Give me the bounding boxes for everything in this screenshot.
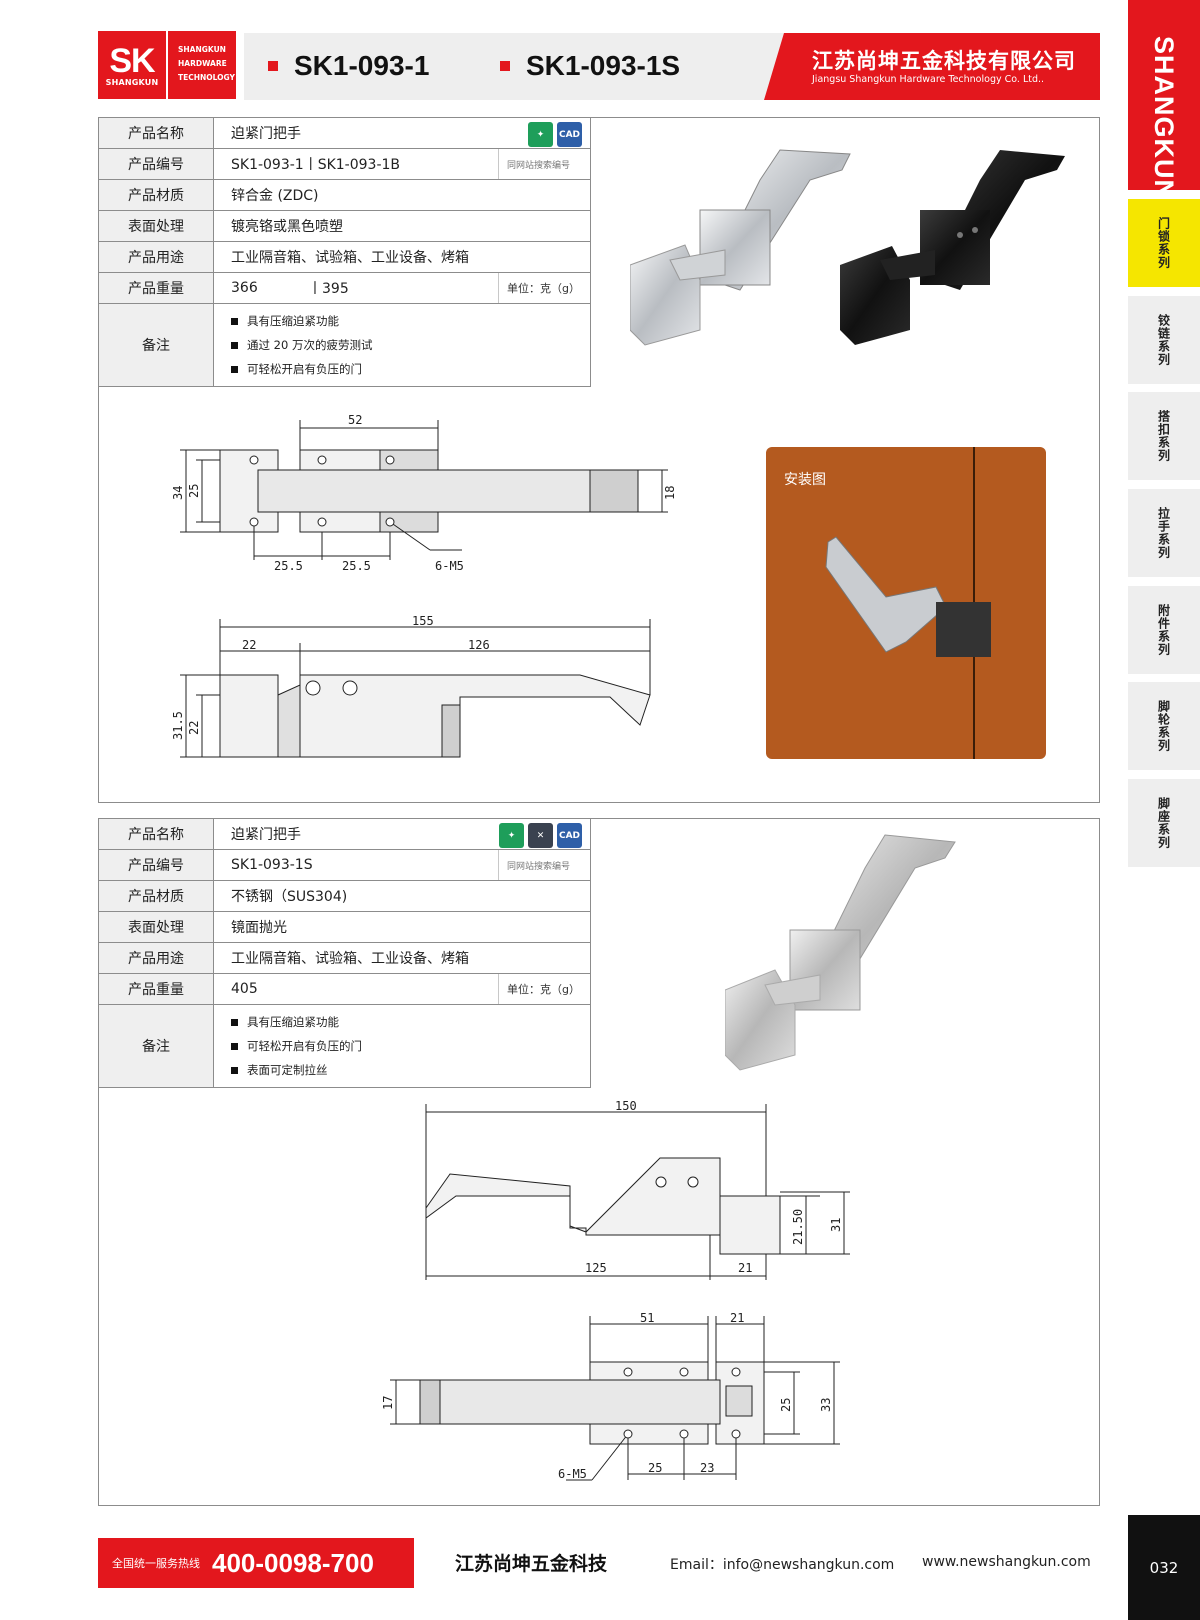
hotline-banner: 全国统一服务热线 400-0098-700 — [98, 1538, 414, 1588]
dim-51: 51 — [640, 1311, 654, 1325]
spec-row-material: 产品材质 不锈钢（SUS304) — [99, 881, 590, 912]
dim-25-5-a: 25.5 — [274, 559, 303, 573]
chrome-handle — [630, 149, 851, 346]
spec-row-name: 产品名称 迫紧门把手 ✦ ✕ CAD — [99, 819, 590, 850]
logo-wordmark: SHANGKUN HARDWARE TECHNOLOGY — [168, 31, 236, 99]
tab-door-lock[interactable]: 门锁系列 — [1128, 199, 1200, 287]
remark-item: 表面可定制拉丝 — [231, 1058, 328, 1082]
spec-row-usage: 产品用途 工业隔音箱、试验箱、工业设备、烤箱 — [99, 943, 590, 974]
brand-tab: SHANGKUN — [1128, 0, 1200, 200]
tab-handle[interactable]: 拉手系列 — [1128, 489, 1200, 577]
feature-icons: ✦ CAD — [528, 122, 582, 147]
dim-22-width: 22 — [242, 638, 256, 652]
tab-hasp[interactable]: 搭扣系列 — [1128, 392, 1200, 480]
dim-155: 155 — [412, 615, 434, 628]
dim-25-height: 25 — [779, 1398, 793, 1412]
drawing-side-view-1: 155 22 126 31.5 22 — [171, 615, 651, 758]
remark-item: 具有压缩迫紧功能 — [231, 309, 339, 333]
dim-126: 126 — [468, 638, 490, 652]
spec-row-surface: 表面处理 镀亮铬或黑色喷塑 — [99, 211, 590, 242]
drawing-side-view-2: 150 125 21 21.50 31 — [425, 1100, 850, 1280]
tab-foot[interactable]: 脚座系列 — [1128, 779, 1200, 867]
installation-image: 安装图 — [766, 447, 1046, 759]
feature-icons: ✦ ✕ CAD — [499, 823, 582, 848]
dim-22-height: 22 — [187, 721, 201, 735]
dim-23: 23 — [700, 1461, 714, 1475]
dim-screws: 6-M5 — [435, 559, 464, 573]
hotline-number[interactable]: 400-0098-700 — [212, 1547, 374, 1578]
logo-mark: SK SHANGKUN — [98, 31, 166, 99]
tab-accessory[interactable]: 附件系列 — [1128, 586, 1200, 674]
dim-31: 31 — [829, 1218, 843, 1232]
dim-21: 21 — [730, 1311, 744, 1325]
spec-row-remark: 备注 具有压缩迫紧功能 通过 20 万次的疲劳测试 可轻松开启有负压的门 — [99, 304, 590, 386]
bullet-square — [268, 61, 278, 71]
spec-row-name: 产品名称 迫紧门把手 ✦ CAD — [99, 118, 590, 149]
recycle-icon: ✦ — [499, 823, 524, 848]
drawing-top-view-2: 51 21 17 25 33 25 23 6-M5 — [381, 1311, 840, 1481]
logo: SK SHANGKUN SHANGKUN HARDWARE TECHNOLOGY — [98, 31, 236, 99]
product-photo-2 — [725, 834, 956, 1071]
footer-company: 江苏尚坤五金科技 — [455, 1553, 608, 1575]
product-photo-1 — [630, 149, 1065, 346]
spec-row-material: 产品材质 锌合金 (ZDC) — [99, 180, 590, 211]
remark-item: 可轻松开启有负压的门 — [231, 1034, 362, 1058]
page-number: 032 — [1128, 1515, 1200, 1620]
dim-31-5: 31.5 — [171, 711, 185, 740]
remark-item: 通过 20 万次的疲劳测试 — [231, 333, 372, 357]
dim-21-50: 21.50 — [791, 1209, 805, 1245]
tab-caster[interactable]: 脚轮系列 — [1128, 682, 1200, 770]
dim-52: 52 — [348, 413, 362, 427]
bullet-square — [500, 61, 510, 71]
installation-illustration — [825, 447, 991, 759]
dim-33: 33 — [819, 1398, 833, 1412]
footer-website[interactable]: www.newshangkun.com — [922, 1554, 1091, 1570]
spec-row-surface: 表面处理 镜面抛光 — [99, 912, 590, 943]
black-handle — [840, 150, 1065, 345]
model-title-1: SK1-093-1 — [268, 50, 429, 82]
dim-25-width: 25 — [648, 1461, 662, 1475]
dim-150: 150 — [615, 1100, 637, 1113]
dim-screws: 6-M5 — [558, 1467, 587, 1481]
tab-hinge[interactable]: 铰链系列 — [1128, 296, 1200, 384]
dim-21-width: 21 — [738, 1261, 752, 1275]
dim-17: 17 — [381, 1396, 395, 1410]
company-banner: 江苏尚坤五金科技有限公司 Jiangsu Shangkun Hardware T… — [764, 33, 1100, 100]
recycle-icon: ✦ — [528, 122, 553, 147]
drawing-top-view-1: 52 34 25 18 25.5 25.5 6-M5 — [171, 413, 677, 573]
footer-email[interactable]: Email：info@newshangkun.com — [670, 1557, 895, 1573]
cad-icon[interactable]: CAD — [557, 823, 582, 848]
dim-34: 34 — [171, 486, 185, 500]
dim-125: 125 — [585, 1261, 607, 1275]
cad-icon[interactable]: CAD — [557, 122, 582, 147]
stainless-icon: ✕ — [528, 823, 553, 848]
remark-item: 具有压缩迫紧功能 — [231, 1010, 339, 1034]
dim-18: 18 — [663, 486, 677, 500]
spec-row-usage: 产品用途 工业隔音箱、试验箱、工业设备、烤箱 — [99, 242, 590, 273]
dim-25-5-b: 25.5 — [342, 559, 371, 573]
model-title-2: SK1-093-1S — [500, 50, 680, 82]
dim-25: 25 — [187, 484, 201, 498]
remark-item: 可轻松开启有负压的门 — [231, 357, 362, 381]
spec-row-remark: 备注 具有压缩迫紧功能 可轻松开启有负压的门 表面可定制拉丝 — [99, 1005, 590, 1087]
spec-table-1: 产品名称 迫紧门把手 ✦ CAD 产品编号 SK1-093-1丨SK1-093-… — [99, 118, 591, 387]
